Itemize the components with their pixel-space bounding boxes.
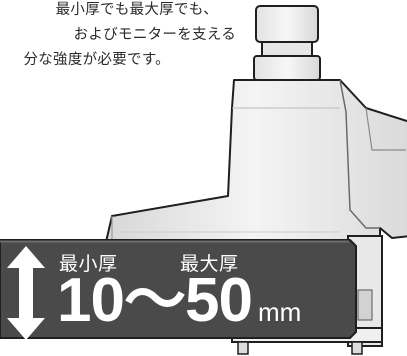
desk-plate (0, 239, 357, 339)
double-headed-arrow-icon (7, 246, 45, 340)
caption-line-2: およびモニターを支える (73, 27, 236, 43)
min-thickness-label: 最小厚 (59, 253, 118, 275)
caption-text: 最小厚でも最大厚でも、 およびモニターを支える 分な強度が必要です。 (0, 0, 236, 73)
max-thickness-label: 最大厚 (180, 253, 239, 275)
clamp-post (253, 5, 321, 81)
caption-line-3: 分な強度が必要です。 (23, 52, 170, 68)
thickness-range-value: 10〜50 (57, 266, 253, 335)
thickness-unit: mm (257, 297, 302, 327)
caption-line-1: 最小厚でも最大厚でも、 (55, 2, 218, 18)
